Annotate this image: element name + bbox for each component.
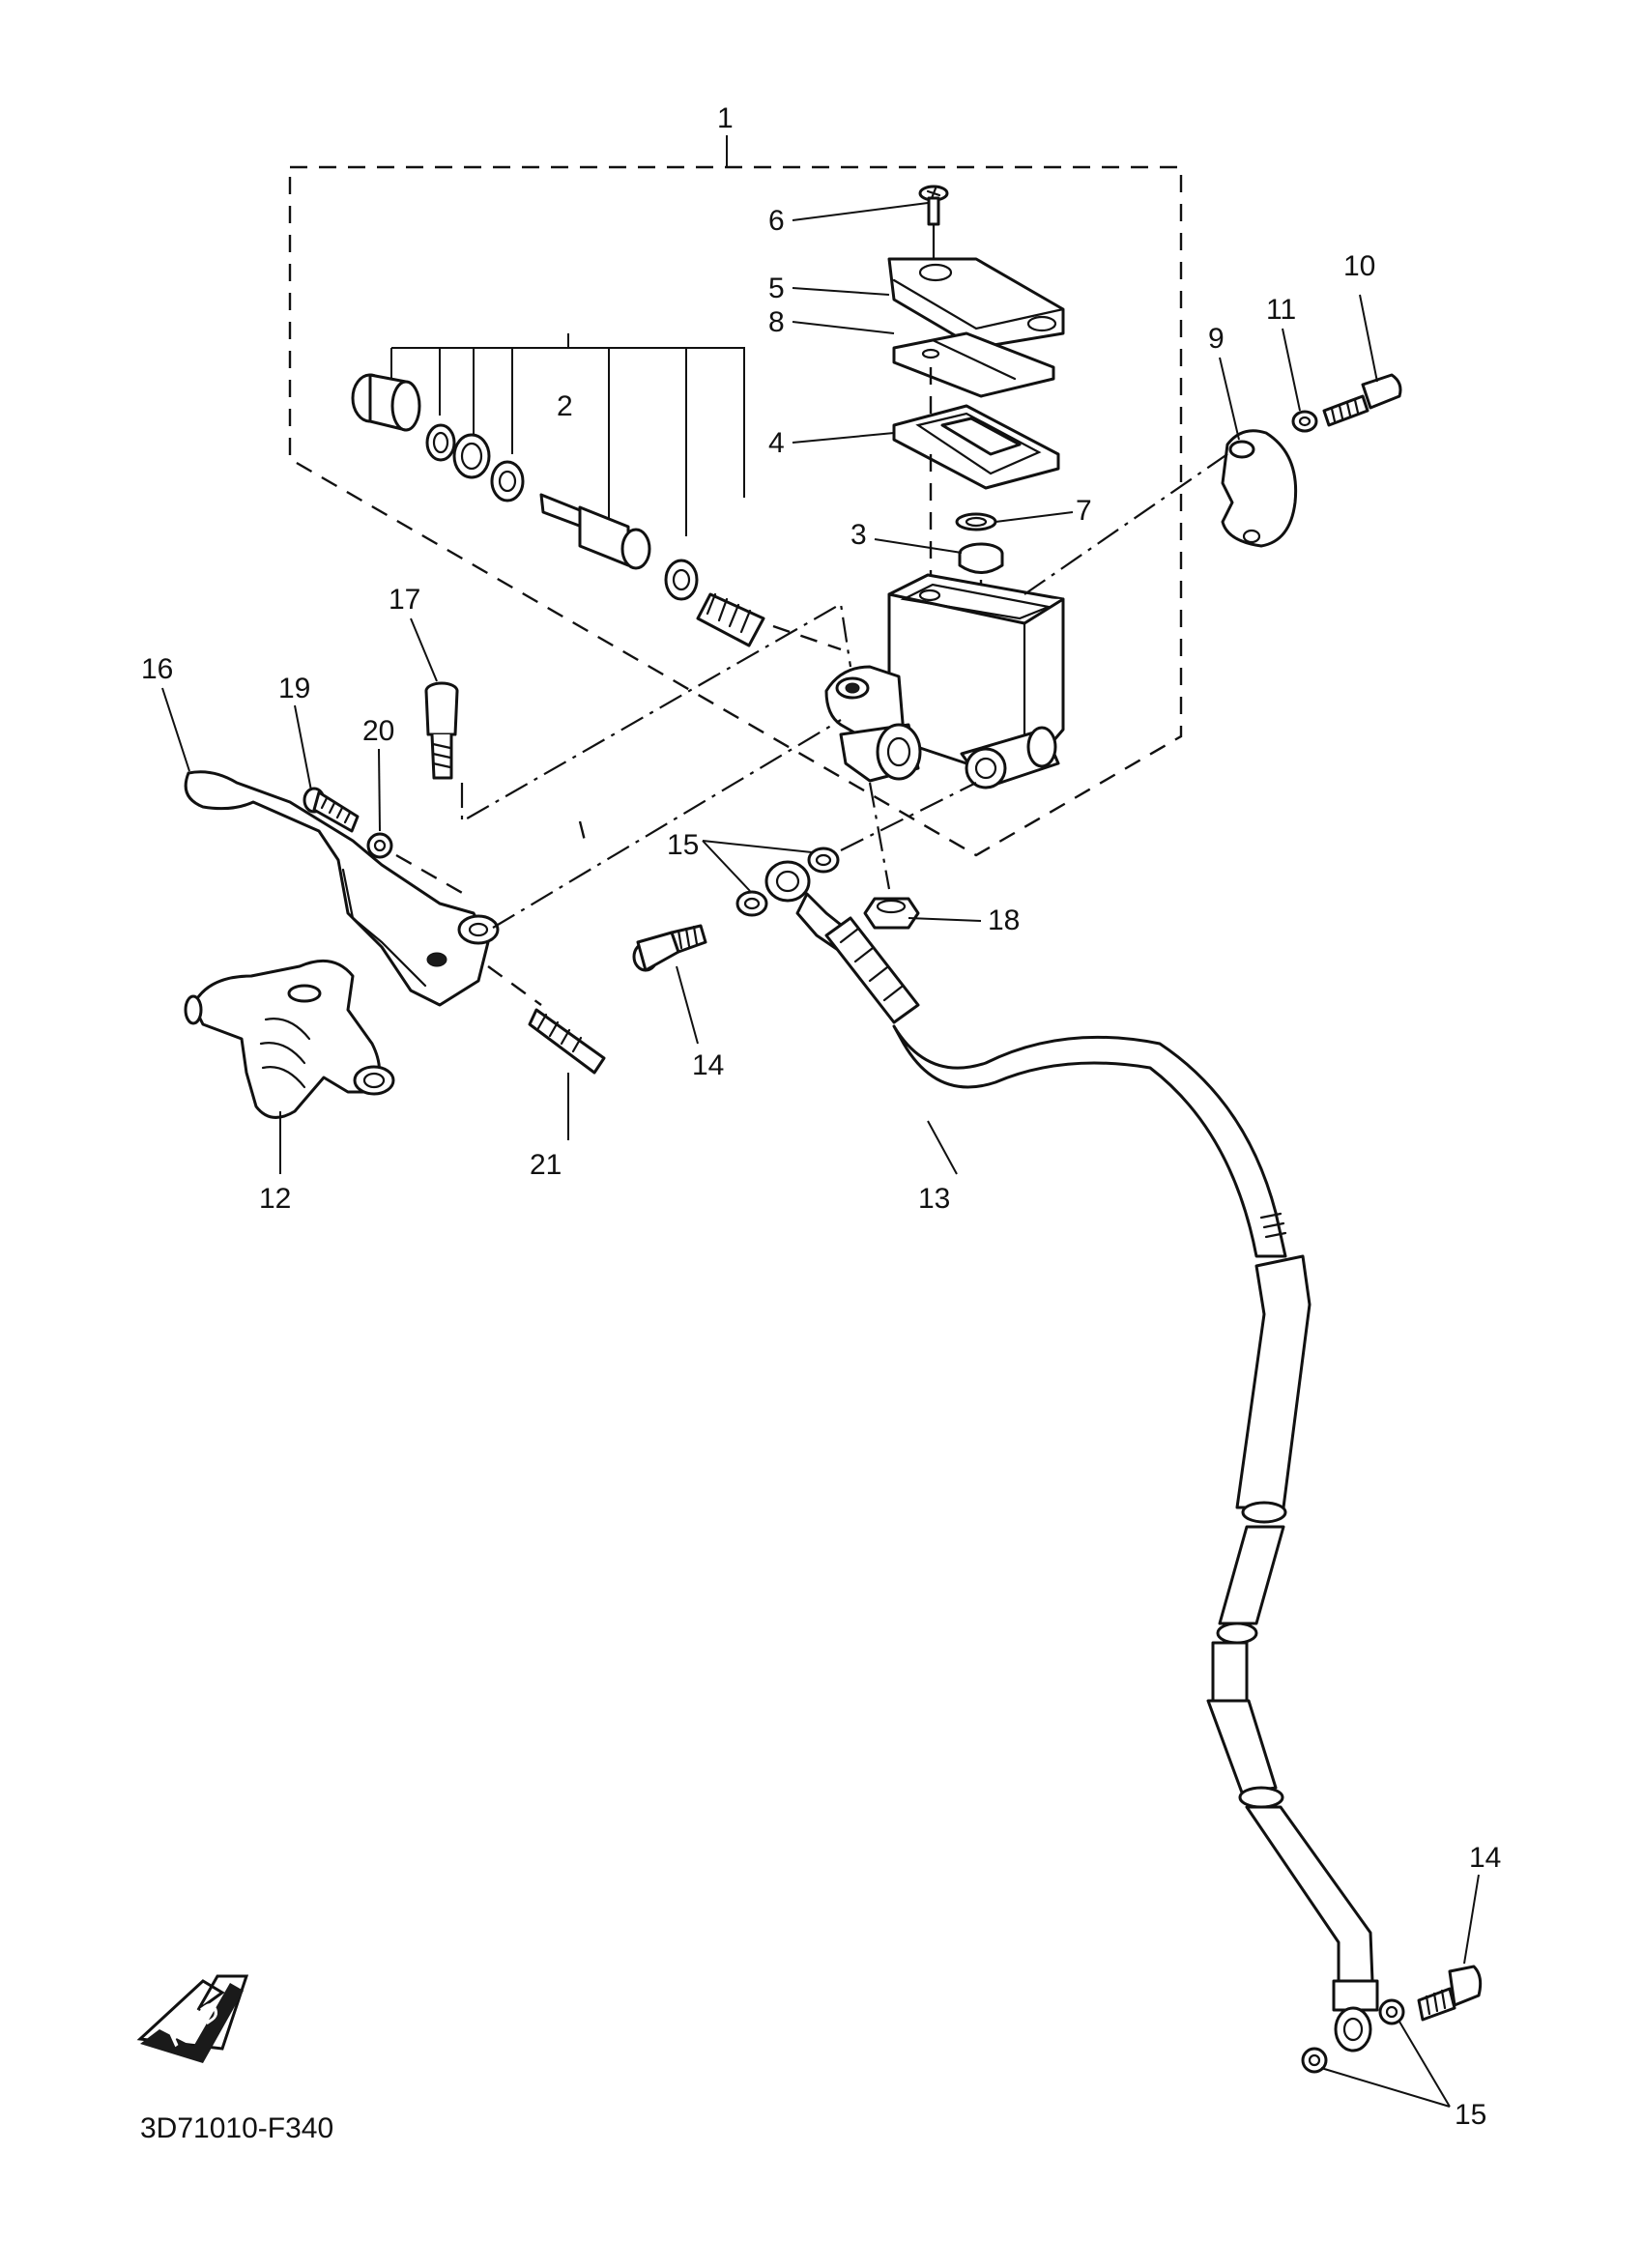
callout-4: 4: [768, 427, 785, 459]
callout-13: 13: [918, 1183, 950, 1215]
callout-labels: 1 2 3 4 5 6 7 8 9 10 11 12 13 14 14 15 1…: [141, 102, 1501, 2131]
piston-kit: [351, 333, 842, 651]
callout-14-lower: 14: [1469, 1842, 1501, 1874]
callout-15-lower: 15: [1455, 2099, 1486, 2131]
hose-upper-fittings: [578, 782, 977, 1024]
clutch-lever: [184, 719, 842, 1007]
cable-holder: [184, 959, 395, 1119]
callout-11: 11: [1266, 294, 1296, 326]
hose-lower-fittings: [1301, 1965, 1483, 2074]
callout-8: 8: [768, 306, 785, 338]
brake-hose: [892, 1024, 1379, 2053]
callout-7: 7: [1076, 495, 1092, 527]
handlebar-clamp: [1023, 373, 1402, 595]
leader-lines: [161, 202, 1480, 2108]
master-cylinder-body: [824, 573, 1065, 789]
callout-6: 6: [768, 205, 785, 237]
lever-adjuster-parts: [303, 787, 606, 1075]
callout-9: 9: [1208, 323, 1225, 355]
callout-18: 18: [988, 904, 1020, 936]
callout-20: 20: [362, 715, 394, 747]
callout-17: 17: [389, 584, 420, 616]
callout-3: 3: [850, 519, 867, 551]
callout-15-upper: 15: [667, 829, 699, 861]
callout-19: 19: [278, 673, 310, 704]
assembly-boundary: [288, 165, 1183, 857]
callout-1: 1: [717, 102, 734, 134]
callout-10: 10: [1343, 250, 1375, 282]
callout-5: 5: [768, 273, 785, 304]
callout-21: 21: [530, 1149, 562, 1181]
callout-16: 16: [141, 653, 173, 685]
callout-2: 2: [557, 390, 573, 422]
diagram-code: 3D71010-F340: [140, 2112, 333, 2144]
pivot-bolt: [424, 602, 852, 823]
callout-12: 12: [259, 1183, 291, 1215]
callout-14-upper: 14: [692, 1049, 724, 1081]
reservoir-cap-group: [887, 185, 1065, 589]
fwd-arrow-icon: FWD: [136, 1974, 249, 2063]
